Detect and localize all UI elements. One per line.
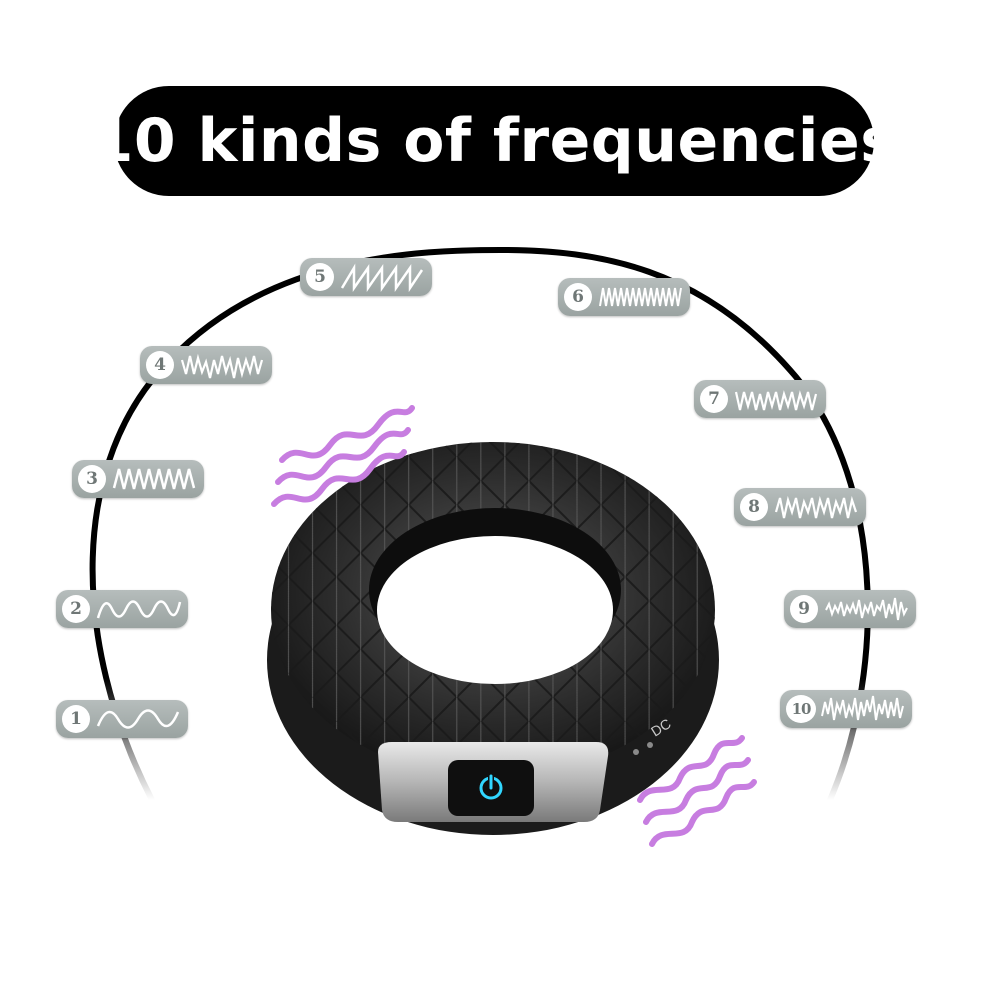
random-wave-icon <box>821 695 904 721</box>
mode-number: 5 <box>306 263 334 291</box>
mode-badge-10: 10 <box>780 690 912 728</box>
title-text: 10 kinds of frequencies <box>91 106 897 176</box>
sawtooth-wave-icon <box>340 263 424 292</box>
mode-badge-2: 2 <box>56 590 188 628</box>
mode-badge-8: 8 <box>734 488 866 526</box>
mode-number: 1 <box>62 705 90 733</box>
slow-sine-icon <box>96 709 180 729</box>
mode-number: 2 <box>62 595 90 623</box>
charge-port-icon <box>633 749 639 755</box>
mode-number: 10 <box>786 695 816 723</box>
pulse-wave-icon <box>180 353 264 379</box>
mode-badge-1: 1 <box>56 700 188 738</box>
mode-number: 9 <box>790 595 818 623</box>
mode-badge-3: 3 <box>72 460 204 498</box>
mode-badge-6: 6 <box>558 278 690 316</box>
mode-number: 7 <box>700 385 728 413</box>
double-peak-wave-icon <box>774 495 858 519</box>
title-banner: 10 kinds of frequencies <box>92 86 896 196</box>
dense-wave-icon <box>599 287 682 307</box>
mode-number: 6 <box>564 283 592 311</box>
mode-badge-5: 5 <box>300 258 432 296</box>
fast-sine-icon <box>112 468 196 490</box>
mode-badge-7: 7 <box>694 380 826 418</box>
vibration-wave-icon-bottom <box>637 735 757 847</box>
mode-number: 4 <box>146 351 174 379</box>
mode-badge-9: 9 <box>784 590 916 628</box>
sine-icon <box>96 600 182 619</box>
mode-number: 3 <box>78 465 106 493</box>
mode-number: 8 <box>740 493 768 521</box>
pulse-wave-icon <box>734 390 818 411</box>
burst-wave-icon <box>825 597 908 621</box>
mode-badge-4: 4 <box>140 346 272 384</box>
vibration-wave-icon-top <box>271 405 415 507</box>
